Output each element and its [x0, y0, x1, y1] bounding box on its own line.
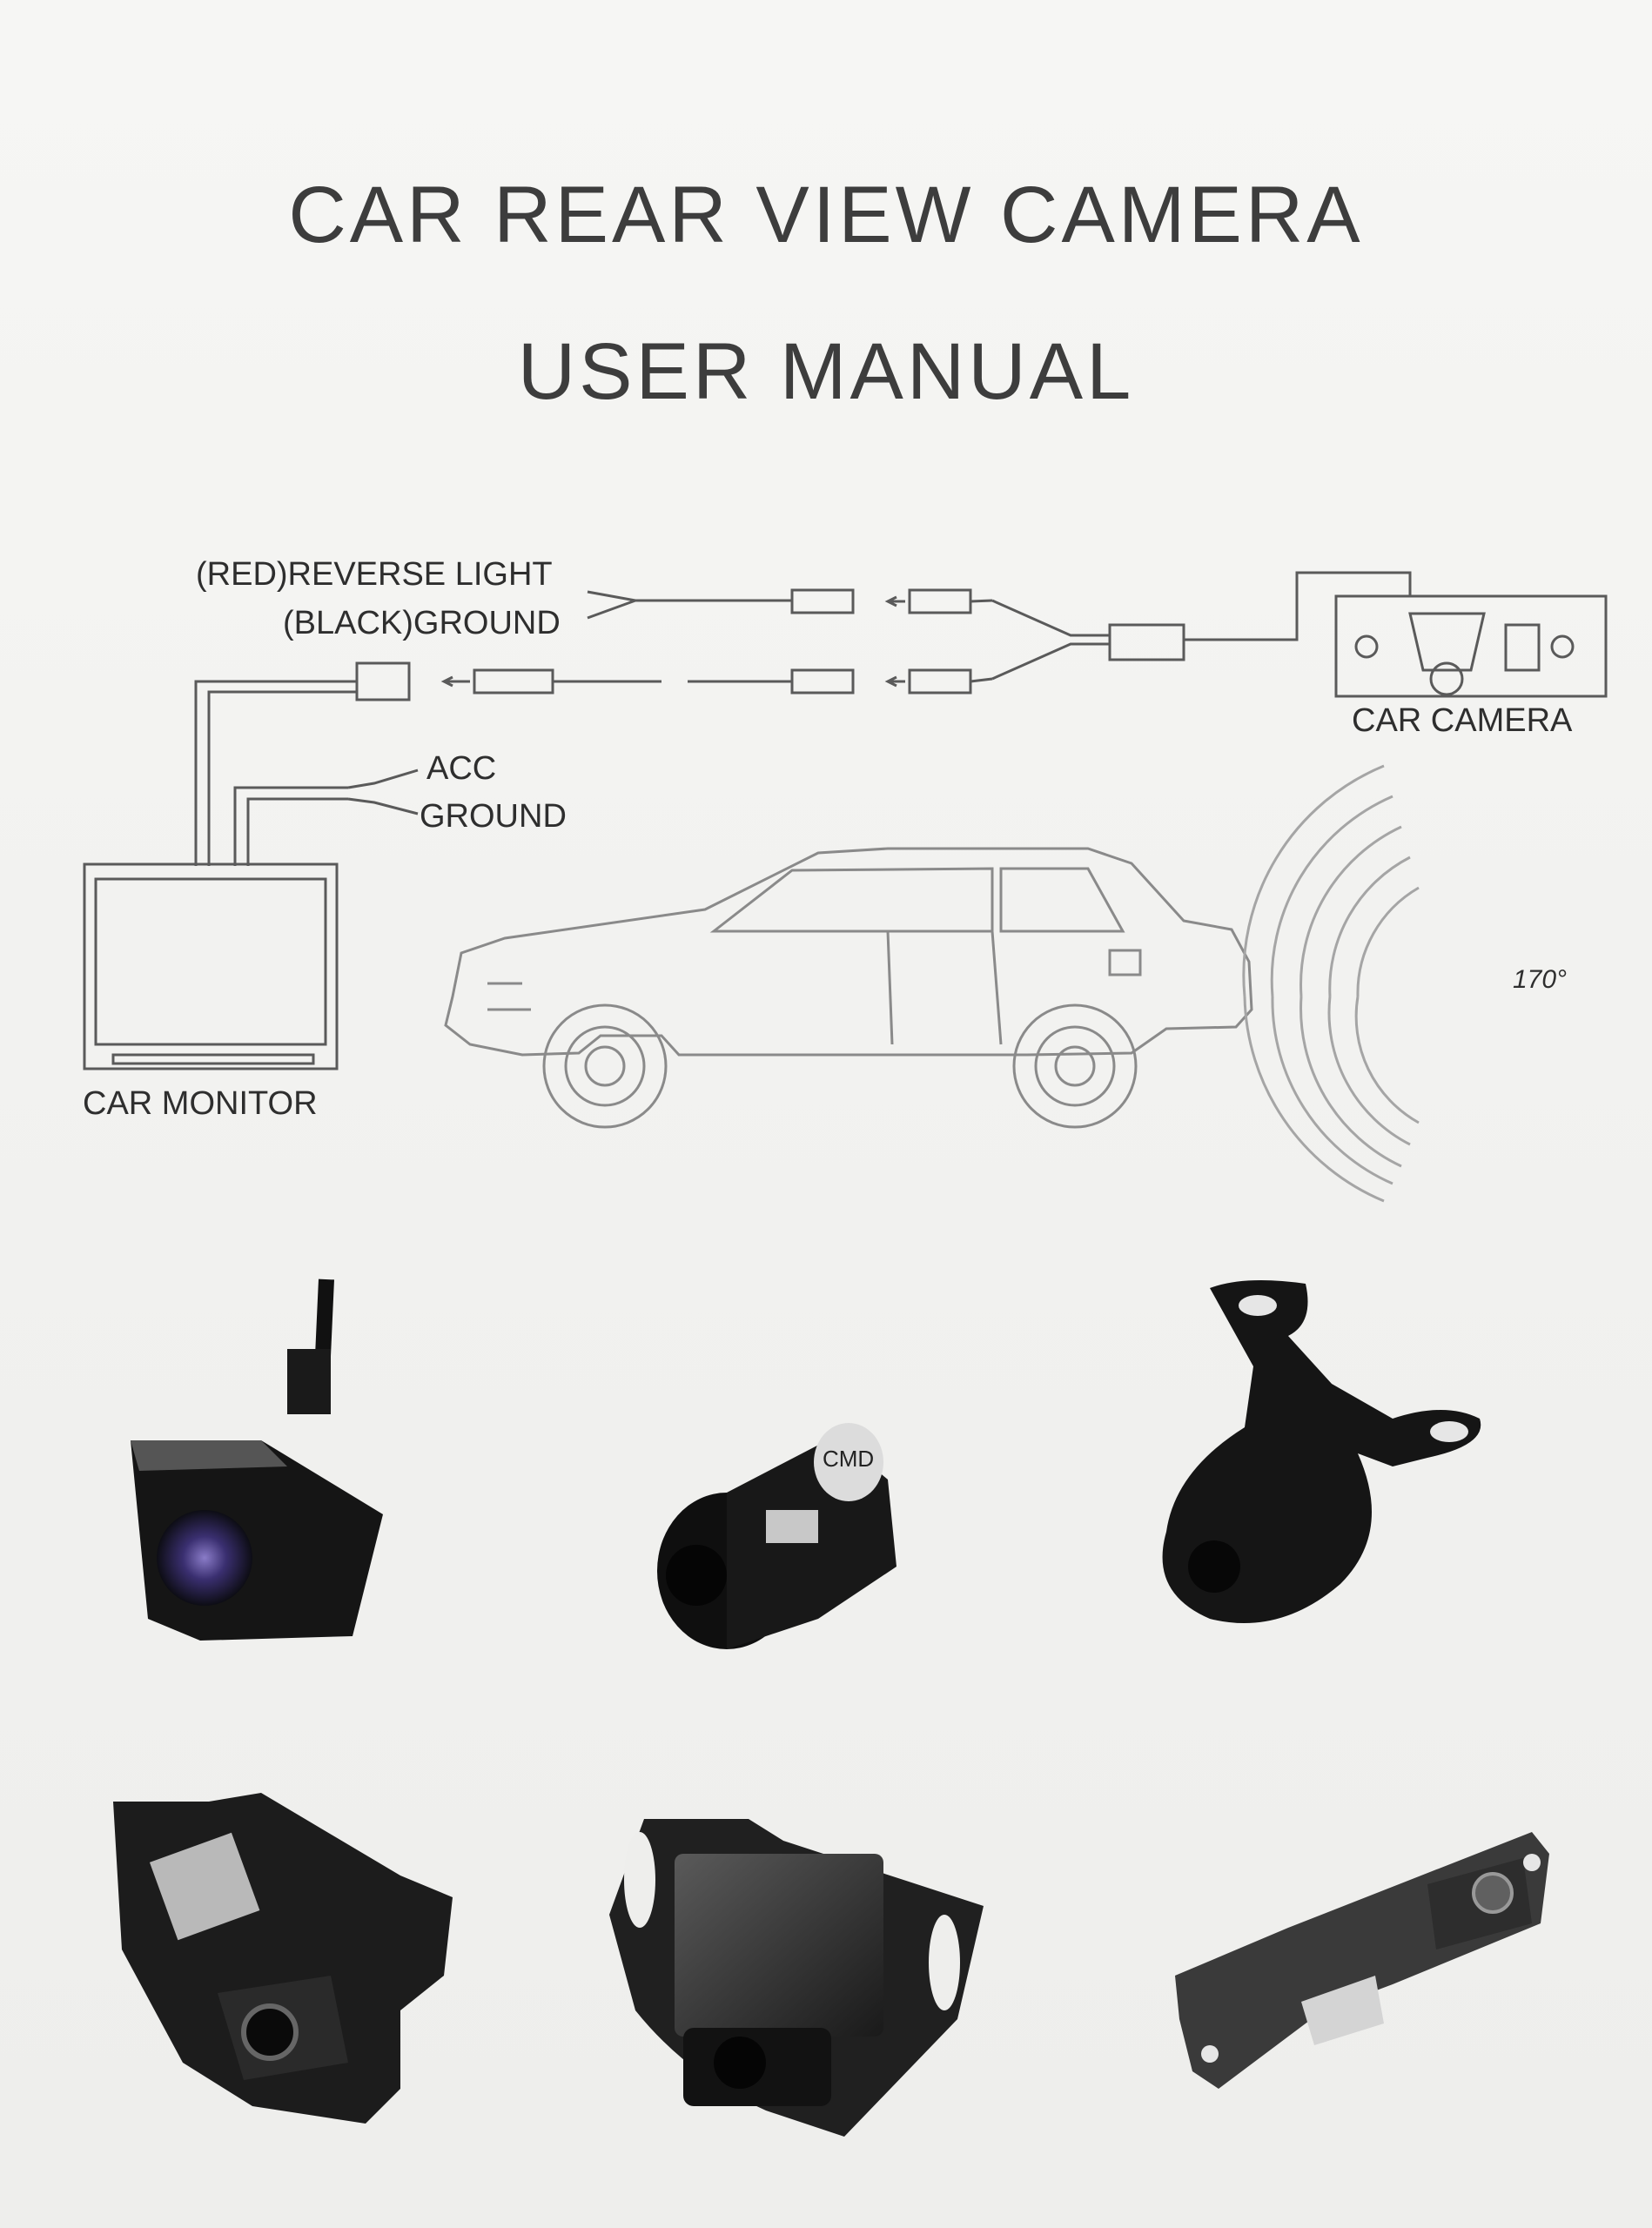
- manual-title: CAR REAR VIEW CAMERA: [288, 171, 1364, 259]
- car-camera-label: CAR CAMERA: [1352, 702, 1573, 739]
- reverse-light-label: (RED)REVERSE LIGHT: [196, 556, 553, 593]
- ground-label-top: (BLACK)GROUND: [283, 605, 561, 641]
- camera-photo-2: CMD: [657, 1423, 897, 1649]
- video-connector-mid: [790, 668, 855, 695]
- manual-subtitle: USER MANUAL: [517, 327, 1135, 416]
- car-monitor-outline: [83, 862, 339, 1070]
- monitor-video-plug: [355, 661, 411, 701]
- wiring-diagram: (RED)REVERSE LIGHT (BLACK)GROUND ACC GRO…: [83, 556, 1608, 1203]
- camera-photo-5: [609, 1819, 984, 2137]
- camera-photo-3: [1162, 1280, 1481, 1623]
- splitter-box: [1108, 623, 1185, 661]
- camera-photo-1: [131, 1278, 383, 1641]
- connector-top-right: [908, 588, 972, 614]
- view-angle-arcs: [1242, 764, 1420, 1203]
- car-camera-outline: [1334, 594, 1608, 698]
- angle-label: 170°: [1513, 965, 1567, 994]
- car-monitor-label: CAR MONITOR: [83, 1085, 318, 1122]
- acc-label: ACC: [426, 750, 496, 787]
- camera-photo-4: [113, 1793, 453, 2124]
- connector-top-left: [790, 588, 855, 614]
- video-connector-left: [473, 668, 554, 695]
- camera-photo-6: [1175, 1832, 1549, 2089]
- video-connector-right: [908, 668, 972, 695]
- car-outline: [444, 847, 1253, 1129]
- camera-product-photos: CMD: [113, 1278, 1549, 2137]
- ground-label-bottom: GROUND: [420, 798, 567, 835]
- cmd-marking: CMD: [823, 1446, 874, 1472]
